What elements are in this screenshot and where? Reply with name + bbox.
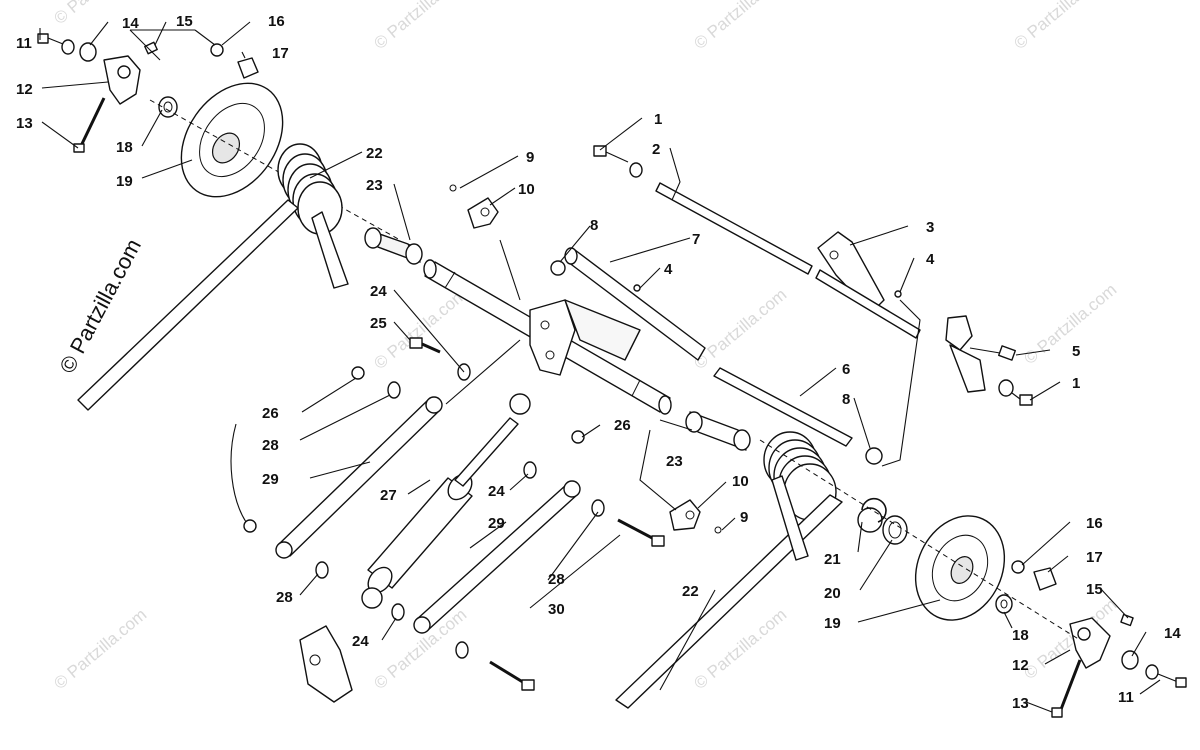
- callout-21: 21: [824, 551, 841, 568]
- callout-15: 15: [1086, 581, 1103, 598]
- callout-5: 5: [1072, 343, 1080, 360]
- block-10: [669, 499, 701, 531]
- leader-lines: [39, 21, 1161, 713]
- callout-30: 30: [548, 601, 565, 618]
- callout-22: 22: [682, 583, 699, 600]
- callout-17: 17: [272, 45, 289, 62]
- callout-16: 16: [268, 13, 285, 30]
- callout-23: 23: [366, 177, 383, 194]
- callout-18: 18: [116, 139, 133, 156]
- callout-24: 24: [488, 483, 505, 500]
- callout-26: 26: [262, 405, 279, 422]
- callout-24: 24: [370, 283, 387, 300]
- callout-labels: 1 1 2 3 4 4 5 6 7 8 8 9 9 10 10 11 11 12…: [16, 13, 1181, 712]
- callout-19: 19: [116, 173, 133, 190]
- callout-12: 12: [1012, 657, 1029, 674]
- torsion-spring-right: [615, 431, 843, 709]
- callout-7: 7: [692, 231, 700, 248]
- callout-27: 27: [380, 487, 397, 504]
- bushings: [243, 363, 605, 659]
- link-29-left: [275, 396, 443, 559]
- callout-28: 28: [276, 589, 293, 606]
- watermark: © Partzilla.com: [370, 0, 470, 53]
- callout-28: 28: [548, 571, 565, 588]
- callout-15: 15: [176, 13, 193, 30]
- callout-17: 17: [1086, 549, 1103, 566]
- callout-8: 8: [842, 391, 850, 408]
- bushing-23-upper: [364, 227, 423, 265]
- shock-mount: [299, 625, 353, 703]
- callout-4: 4: [664, 261, 673, 278]
- callout-13: 13: [16, 115, 33, 132]
- watermark: © Partzilla.com: [1020, 280, 1120, 368]
- watermark: © Partzilla.com: [1010, 0, 1110, 53]
- callout-25: 25: [370, 315, 387, 332]
- watermark: © Partzilla.com: [690, 285, 790, 373]
- callout-26: 26: [614, 417, 631, 434]
- callout-24: 24: [352, 633, 369, 650]
- callout-11: 11: [1118, 689, 1134, 706]
- callout-6: 6: [842, 361, 850, 378]
- bracket-3: [815, 231, 921, 339]
- callout-22: 22: [366, 145, 383, 162]
- callout-20: 20: [824, 585, 841, 602]
- callout-2: 2: [652, 141, 660, 158]
- shock-27: [361, 393, 531, 609]
- callout-9: 9: [740, 509, 748, 526]
- right-pivot: [945, 315, 1033, 406]
- link-29-right: [413, 480, 581, 634]
- torsion-spring-left: [77, 143, 349, 411]
- callout-16: 16: [1086, 515, 1103, 532]
- watermark: © Partzilla.com: [690, 0, 790, 53]
- callout-9: 9: [526, 149, 534, 166]
- lower-right-hardware: [759, 439, 1187, 718]
- callout-4: 4: [926, 251, 935, 268]
- callout-13: 13: [1012, 695, 1029, 712]
- callout-1: 1: [1072, 375, 1080, 392]
- callout-14: 14: [122, 15, 139, 32]
- callout-28: 28: [262, 437, 279, 454]
- callout-23: 23: [666, 453, 683, 470]
- callout-3: 3: [926, 219, 934, 236]
- snap-ring: [861, 497, 887, 523]
- upper-left-hardware: [37, 29, 401, 241]
- callout-11: 11: [16, 35, 32, 52]
- bushing-23-lower: [685, 411, 751, 451]
- callout-14: 14: [1164, 625, 1181, 642]
- callout-8: 8: [590, 217, 598, 234]
- watermark: © Partzilla.com: [50, 605, 150, 693]
- callout-18: 18: [1012, 627, 1029, 644]
- cap-8: [550, 260, 566, 276]
- rod-6: [713, 367, 883, 465]
- callout-12: 12: [16, 81, 33, 98]
- block-10: [467, 197, 499, 229]
- callout-29: 29: [262, 471, 279, 488]
- shaft-2: [593, 145, 813, 275]
- callout-19: 19: [824, 615, 841, 632]
- yoke: [103, 55, 141, 105]
- callout-29: 29: [488, 515, 505, 532]
- bolts: [409, 337, 665, 691]
- callout-1: 1: [654, 111, 662, 128]
- callout-10: 10: [732, 473, 749, 490]
- callout-10: 10: [518, 181, 535, 198]
- cross-shaft: [423, 247, 706, 415]
